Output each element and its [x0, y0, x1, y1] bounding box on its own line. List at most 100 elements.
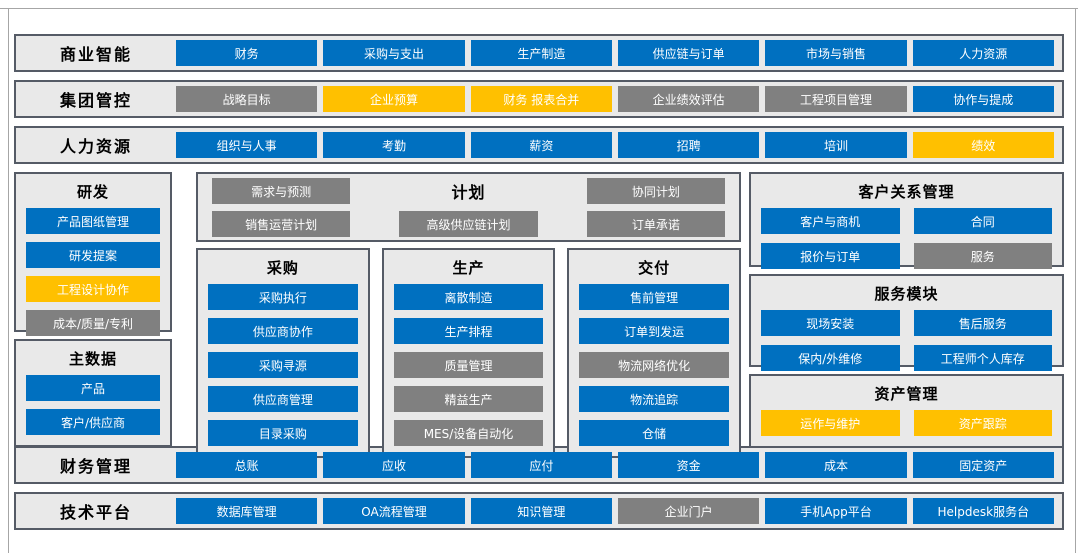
- module-button[interactable]: 销售运营计划: [212, 211, 351, 237]
- module-button[interactable]: 售前管理: [579, 284, 730, 310]
- module-button[interactable]: 订单到发运: [579, 318, 730, 344]
- band-title-business-intelligence: 商业智能: [59, 45, 132, 64]
- module-button[interactable]: 工程项目管理: [765, 86, 907, 112]
- module-button[interactable]: 资金: [617, 452, 760, 478]
- module-button[interactable]: 质量管理: [393, 352, 544, 378]
- module-button[interactable]: 客户与商机: [761, 208, 900, 234]
- band-finance: 财务管理 总账 应收 应付 资金 成本 固定资产: [14, 446, 1064, 484]
- module-button[interactable]: 应付: [470, 452, 612, 478]
- band-items: 组织与人事 考勤 薪资 招聘 培训 绩效: [176, 132, 1054, 158]
- module-button[interactable]: 采购执行: [208, 284, 358, 310]
- module-button[interactable]: 成本/质量/专利: [26, 310, 160, 336]
- module-button[interactable]: 协作与提成: [912, 86, 1054, 112]
- panel-title-plan: 计划: [451, 183, 486, 202]
- module-button[interactable]: 精益生产: [393, 386, 544, 412]
- panel-items: 需求与预测 计划 协同计划 销售运营计划 高级供应链计划 订单承诺: [212, 178, 725, 237]
- module-button[interactable]: 组织与人事: [176, 132, 318, 158]
- module-button[interactable]: 资产跟踪: [913, 410, 1052, 436]
- panel-title-master-data: 主数据: [68, 350, 117, 368]
- module-button[interactable]: 运作与维护: [761, 410, 900, 436]
- module-button[interactable]: 产品图纸管理: [26, 208, 160, 234]
- module-button[interactable]: 报价与订单: [761, 243, 900, 269]
- module-button[interactable]: 财务 报表合并: [470, 86, 612, 112]
- module-button[interactable]: 物流追踪: [579, 386, 730, 412]
- module-button[interactable]: 目录采购: [208, 420, 358, 446]
- module-button[interactable]: 总账: [176, 452, 318, 478]
- module-button[interactable]: 售后服务: [913, 310, 1052, 336]
- module-button[interactable]: 企业门户: [617, 498, 760, 524]
- module-button[interactable]: 知识管理: [470, 498, 612, 524]
- module-button[interactable]: 培训: [765, 132, 907, 158]
- module-button[interactable]: 订单承诺: [586, 211, 725, 237]
- module-button[interactable]: 服务: [913, 243, 1052, 269]
- sheet-right-border: [1075, 8, 1076, 553]
- module-button[interactable]: 客户/供应商: [26, 409, 160, 435]
- panel-rnd: 研发 产品图纸管理 研发提案 工程设计协作 成本/质量/专利: [14, 172, 172, 336]
- module-button[interactable]: 数据库管理: [176, 498, 318, 524]
- module-button[interactable]: 绩效: [912, 132, 1054, 158]
- module-button[interactable]: 合同: [913, 208, 1052, 234]
- module-button[interactable]: 手机App平台: [765, 498, 907, 524]
- module-button[interactable]: 物流网络优化: [579, 352, 730, 378]
- band-title-human-resources: 人力资源: [59, 137, 132, 156]
- module-button[interactable]: 协同计划: [586, 178, 725, 204]
- panel-items: 采购执行 供应商协作 采购寻源 供应商管理 目录采购: [208, 284, 358, 446]
- band-title-finance: 财务管理: [59, 457, 132, 476]
- module-button[interactable]: 仓储: [579, 420, 730, 446]
- module-button[interactable]: 薪资: [470, 132, 612, 158]
- column-center: 需求与预测 计划 协同计划 销售运营计划 高级供应链计划 订单承诺 采购 采购执…: [196, 172, 742, 458]
- module-button[interactable]: MES/设备自动化: [393, 420, 544, 446]
- panel-production: 生产 离散制造 生产排程 质量管理 精益生产 MES/设备自动化: [381, 248, 556, 458]
- panel-title-delivery: 交付: [638, 259, 671, 277]
- module-button[interactable]: Helpdesk服务台: [912, 498, 1054, 524]
- panel-title-asset-management: 资产管理: [874, 385, 939, 403]
- panel-crm: 客户关系管理 客户与商机 合同 报价与订单 服务: [749, 172, 1064, 269]
- module-button[interactable]: 成本: [765, 452, 907, 478]
- module-button[interactable]: 工程设计协作: [26, 276, 160, 302]
- module-button[interactable]: 应收: [323, 452, 465, 478]
- band-tech-platform: 技术平台 数据库管理 OA流程管理 知识管理 企业门户 手机App平台 Help…: [14, 492, 1064, 530]
- module-button[interactable]: 采购寻源: [208, 352, 358, 378]
- module-button[interactable]: 招聘: [617, 132, 760, 158]
- panel-title-service-modules: 服务模块: [874, 285, 939, 303]
- panel-asset-management: 资产管理 运作与维护 资产跟踪: [749, 374, 1064, 448]
- module-button[interactable]: 考勤: [323, 132, 465, 158]
- module-button[interactable]: 供应商协作: [208, 318, 358, 344]
- module-button[interactable]: 生产制造: [470, 40, 612, 66]
- module-button[interactable]: 研发提案: [26, 242, 160, 268]
- module-button[interactable]: 需求与预测: [212, 178, 351, 204]
- module-button[interactable]: 固定资产: [912, 452, 1054, 478]
- module-button[interactable]: 采购与支出: [323, 40, 465, 66]
- module-button[interactable]: 人力资源: [912, 40, 1054, 66]
- module-button[interactable]: 供应链与订单: [617, 40, 760, 66]
- diagram-content: 商业智能 财务 采购与支出 生产制造 供应链与订单 市场与销售 人力资源 集团管…: [14, 34, 1064, 538]
- column-right: 客户关系管理 客户与商机 合同 报价与订单 服务 服务模块 现场安装 售后服务 …: [749, 172, 1064, 448]
- panel-items: 产品 客户/供应商: [26, 375, 160, 435]
- module-button[interactable]: 企业预算: [323, 86, 465, 112]
- module-button[interactable]: 战略目标: [176, 86, 318, 112]
- band-title-group-control: 集团管控: [59, 91, 132, 110]
- module-button[interactable]: 供应商管理: [208, 386, 358, 412]
- panel-service-modules: 服务模块 现场安装 售后服务 保内/外维修 工程师个人库存: [749, 274, 1064, 371]
- middle-zone: 研发 产品图纸管理 研发提案 工程设计协作 成本/质量/专利 主数据 产品 客户…: [14, 172, 1064, 458]
- band-items: 数据库管理 OA流程管理 知识管理 企业门户 手机App平台 Helpdesk服…: [176, 498, 1054, 524]
- panel-title-procurement: 采购: [266, 259, 299, 277]
- band-items: 总账 应收 应付 资金 成本 固定资产: [176, 452, 1054, 478]
- module-button[interactable]: 产品: [26, 375, 160, 401]
- module-button[interactable]: 市场与销售: [765, 40, 907, 66]
- module-button[interactable]: 企业绩效评估: [617, 86, 760, 112]
- band-human-resources: 人力资源 组织与人事 考勤 薪资 招聘 培训 绩效: [14, 126, 1064, 164]
- module-button[interactable]: 生产排程: [393, 318, 544, 344]
- module-button[interactable]: 工程师个人库存: [913, 345, 1052, 371]
- band-items: 财务 采购与支出 生产制造 供应链与订单 市场与销售 人力资源: [176, 40, 1054, 66]
- band-business-intelligence: 商业智能 财务 采购与支出 生产制造 供应链与订单 市场与销售 人力资源: [14, 34, 1064, 72]
- panel-master-data: 主数据 产品 客户/供应商: [14, 339, 172, 447]
- panel-title-crm: 客户关系管理: [858, 183, 955, 201]
- module-button[interactable]: OA流程管理: [323, 498, 465, 524]
- module-button[interactable]: 离散制造: [393, 284, 544, 310]
- module-button[interactable]: 现场安装: [761, 310, 900, 336]
- module-button[interactable]: 保内/外维修: [761, 345, 900, 371]
- module-button[interactable]: 高级供应链计划: [399, 211, 538, 237]
- panel-plan: 需求与预测 计划 协同计划 销售运营计划 高级供应链计划 订单承诺: [196, 172, 741, 242]
- module-button[interactable]: 财务: [176, 40, 318, 66]
